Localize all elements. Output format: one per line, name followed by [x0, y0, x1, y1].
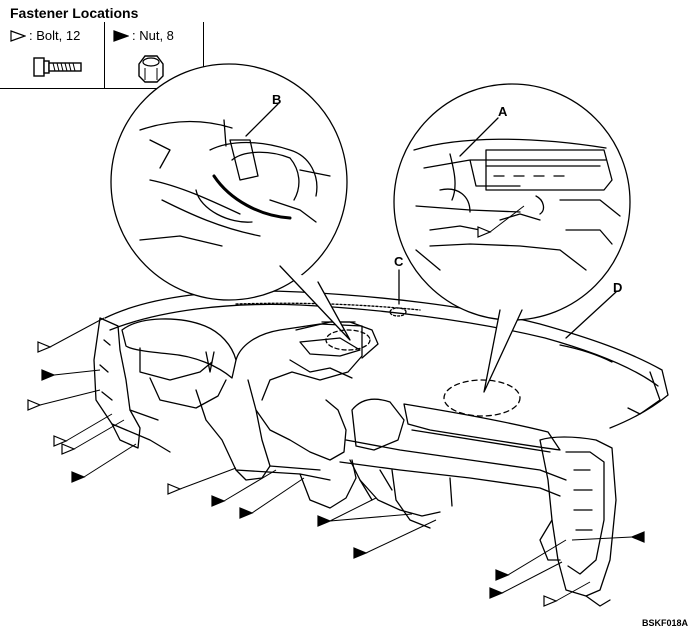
open-triangle-icon: [167, 483, 182, 495]
open-triangle-icon: [37, 341, 52, 353]
leader-d: [565, 291, 617, 339]
open-triangle-icon: [27, 399, 42, 411]
leader-b: [245, 103, 279, 137]
detail-c-dashed: [389, 307, 407, 317]
nut-markers: [41, 369, 645, 599]
detail-b-content: [139, 119, 331, 247]
filled-triangle-icon: [489, 587, 504, 599]
detail-b-circle: [110, 63, 348, 301]
callout-b: B: [272, 92, 282, 107]
callout-a: A: [498, 104, 508, 119]
callout-d: D: [613, 280, 623, 295]
left-side-panel: [93, 317, 141, 449]
legend-nut-label: : Nut, 8: [132, 28, 174, 43]
filled-triangle-icon: [41, 369, 56, 381]
filled-triangle-icon: [211, 495, 226, 507]
console-frame: [351, 398, 405, 451]
bolt-markers: [27, 226, 558, 607]
glovebox-opening: [403, 403, 561, 451]
detail-b-dashed: [325, 329, 371, 351]
open-triangle-icon: [53, 435, 68, 447]
filled-triangle-icon: [495, 569, 510, 581]
center-stack: [235, 323, 363, 401]
legend-nut-box: : Nut, 8: [104, 22, 204, 89]
legend-title: Fastener Locations: [10, 5, 139, 21]
nut-icon: [138, 55, 164, 83]
legend-bolt-label: : Bolt, 12: [29, 28, 81, 43]
open-triangle-icon: [10, 29, 26, 42]
steering-opening: [121, 318, 237, 379]
leader-a: [459, 117, 499, 157]
detail-a-content: [413, 138, 621, 271]
filled-triangle-icon: [239, 507, 254, 519]
legend-bolt-box: : Bolt, 12: [0, 22, 104, 89]
filled-triangle-icon: [113, 29, 129, 42]
figure-code: BSKF018A: [641, 618, 688, 628]
filled-triangle-icon: [353, 547, 368, 559]
detail-a-circle: [393, 83, 631, 321]
filled-triangle-icon: [317, 515, 332, 527]
open-triangle-icon: [477, 226, 492, 238]
center-bracket: [195, 389, 271, 481]
marker-leaders: [39, 205, 633, 602]
filled-triangle-icon: [630, 531, 645, 543]
bolt-icon: [33, 57, 82, 77]
airbag-area: [443, 379, 521, 417]
open-triangle-icon: [543, 595, 558, 607]
right-side-panel: [539, 436, 617, 597]
open-triangle-icon: [61, 443, 76, 455]
filled-triangle-icon: [71, 471, 86, 483]
callout-c: C: [394, 254, 404, 269]
